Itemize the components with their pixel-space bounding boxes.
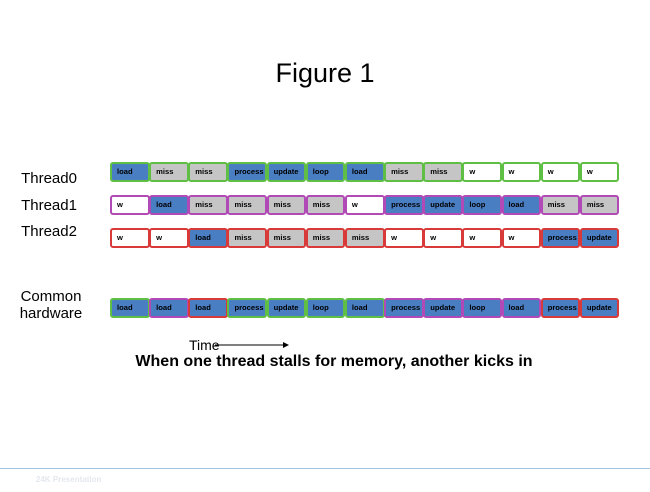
timeline-cell: miss <box>384 162 424 182</box>
timeline-cell: miss <box>305 195 346 215</box>
timeline-cell: load <box>501 298 542 318</box>
timeline-cell: miss <box>188 195 228 215</box>
timeline-cell: update <box>423 298 463 318</box>
timeline-cell: load <box>149 298 189 318</box>
timeline-cell: load <box>501 195 542 215</box>
row-label-thread1: Thread1 <box>21 197 77 214</box>
timeline-cell: w <box>384 228 424 248</box>
timeline-cell: w <box>540 162 581 182</box>
timeline-cell: miss <box>227 195 268 215</box>
timeline-cell: update <box>579 228 620 248</box>
timeline-cell: w <box>462 228 503 248</box>
timeline-cell: load <box>188 298 228 318</box>
time-label: Time <box>189 337 220 353</box>
timeline-cell: update <box>266 162 307 182</box>
timeline-cell: process <box>384 195 424 215</box>
timeline-cell: process <box>227 162 268 182</box>
timeline-cell: process <box>384 298 424 318</box>
time-arrow-icon <box>215 342 289 348</box>
timeline-cell: load <box>149 195 189 215</box>
timeline-cell: load <box>110 298 150 318</box>
timeline-cell: miss <box>227 228 268 248</box>
timeline-cell: miss <box>579 195 620 215</box>
timeline-cell: process <box>227 298 268 318</box>
timeline-cell: loop <box>462 298 503 318</box>
timeline-cell: miss <box>266 195 307 215</box>
caption: When one thread stalls for memory, anoth… <box>135 353 533 370</box>
timeline-cell: w <box>501 162 542 182</box>
footer-divider <box>0 468 650 469</box>
footer-label: 24K Presentation <box>36 475 102 484</box>
timeline-cell: miss <box>305 228 346 248</box>
timeline-cell: update <box>579 298 620 318</box>
timeline-cell: loop <box>305 298 346 318</box>
timeline-cell: w <box>110 228 150 248</box>
timeline-cell: miss <box>266 228 307 248</box>
timeline-cell: update <box>423 195 463 215</box>
timeline-cell: load <box>344 162 385 182</box>
row-label-common-hardware: Common hardware <box>19 288 83 322</box>
timeline-cell: miss <box>423 162 463 182</box>
row-label-thread2: Thread2 <box>21 223 77 240</box>
timeline-cell: w <box>110 195 150 215</box>
timeline-cell: loop <box>305 162 346 182</box>
timeline-cell: w <box>423 228 463 248</box>
timeline-cell: miss <box>344 228 385 248</box>
timeline-cell: miss <box>149 162 189 182</box>
timeline-cell: w <box>462 162 503 182</box>
timeline-cell: update <box>266 298 307 318</box>
timeline-cell: load <box>188 228 228 248</box>
timeline-cell: load <box>110 162 150 182</box>
timeline-cell: miss <box>540 195 581 215</box>
timeline-cell: miss <box>188 162 228 182</box>
timeline-cell: w <box>149 228 189 248</box>
timeline-cell: process <box>540 228 581 248</box>
timeline-cell: w <box>344 195 385 215</box>
timeline-cell: loop <box>462 195 503 215</box>
timeline-cell: w <box>501 228 542 248</box>
timeline-cell: w <box>579 162 620 182</box>
row-label-thread0: Thread0 <box>21 170 77 187</box>
figure-title: Figure 1 <box>275 58 375 88</box>
timeline-cell: process <box>540 298 581 318</box>
timeline-cell: load <box>344 298 385 318</box>
